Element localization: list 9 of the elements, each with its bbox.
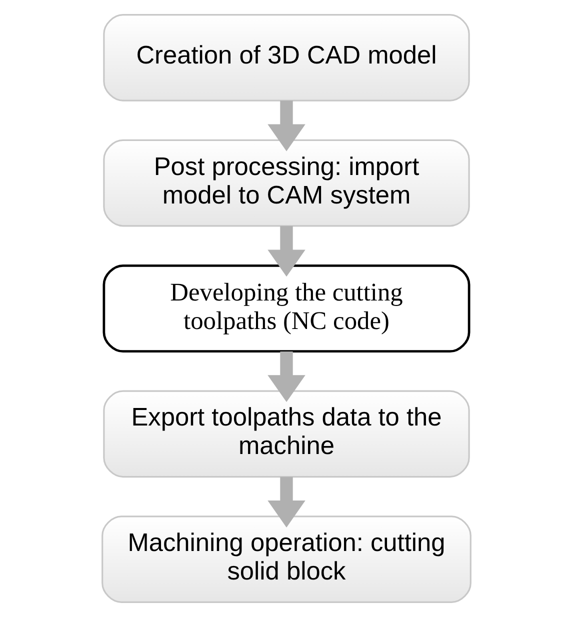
node-box: Developing the cutting toolpaths (NC code) (102, 264, 470, 353)
node-box: Creation of 3D CAD model (102, 14, 470, 102)
arrow (267, 226, 305, 277)
node-box: Machining operation: cutting solid block (101, 516, 471, 603)
arrow (267, 476, 305, 528)
arrow (267, 351, 305, 402)
arrow (267, 100, 305, 152)
node-box: Export toolpaths data to the machine (102, 390, 470, 478)
node-box: Post processing: import model to CAM system (102, 139, 470, 227)
